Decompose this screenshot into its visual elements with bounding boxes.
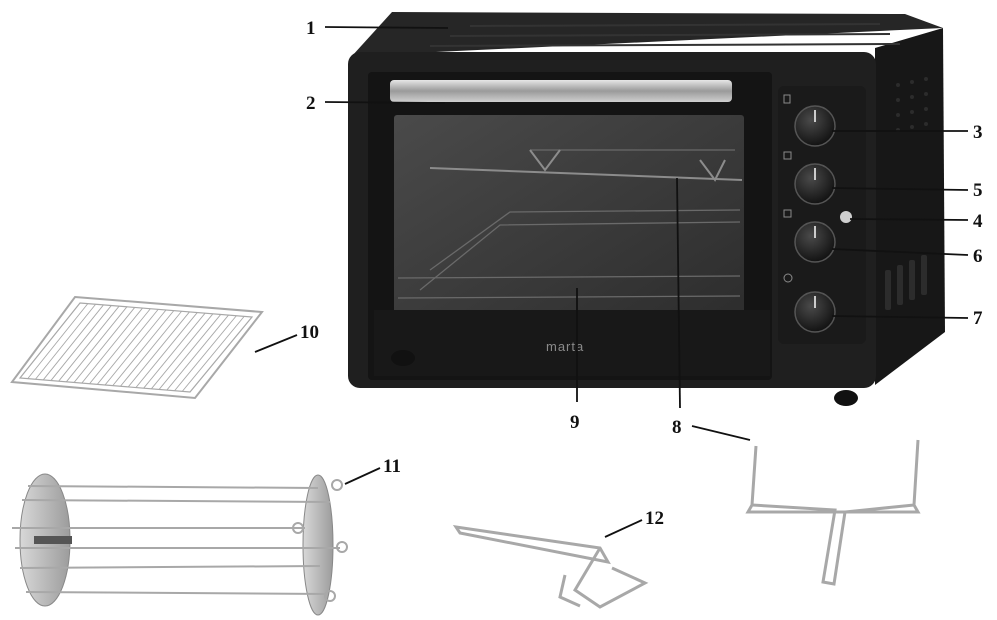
rack-bar [58,305,120,382]
leader-lines [254,26,969,538]
callout-labels: 1 2 3 5 4 6 7 9 8 10 11 12 [300,18,983,529]
rack-bar [143,312,206,389]
rack-bar [158,314,222,390]
callout-10: 10 [300,322,319,343]
callout-5: 5 [973,180,983,201]
brand-logo: marta [546,339,584,354]
callout-2: 2 [306,93,316,114]
rack-bar [166,314,229,391]
rotisserie-cage [12,473,348,616]
inner-rotisserie [429,149,743,182]
callout-3: 3 [973,122,983,143]
rotisserie-handle [745,439,921,586]
rack-bar [120,310,182,387]
control-panel [778,86,866,344]
rack-bar [35,303,96,380]
rack-bar [73,307,136,383]
door-handle [390,80,732,102]
side-vents [885,77,928,310]
timer-knob[interactable] [794,291,836,333]
callout-7: 7 [973,308,983,329]
cage-end-plate-right [302,474,334,616]
rack-bar [135,312,198,388]
rack-bar [81,307,143,384]
rack-bar [151,313,214,390]
door-bottom-strip [374,310,770,376]
callout-12: 12 [645,508,664,529]
function-knob[interactable] [794,221,836,263]
rack-bar [127,311,190,388]
callout-6: 6 [973,246,983,267]
callout-9: 9 [570,412,580,433]
rack-bar [181,316,245,392]
callout-8: 8 [672,417,682,438]
rack-bar [42,304,104,381]
temperature-knob[interactable] [794,105,836,147]
rack-bar [96,309,159,385]
rack-bar [112,310,175,386]
rack-bar [66,306,128,383]
rack-bar [50,305,112,381]
rack-bar [27,303,89,379]
wire-rack [10,295,264,400]
rack-bar [104,309,167,386]
rack-bar [89,308,151,385]
mode-knob[interactable] [794,163,836,205]
oven-foot [834,390,858,406]
rack-tongs [452,525,649,609]
oven-foot [391,350,415,366]
oven: marta [348,12,945,406]
oven-side-panel [875,28,945,385]
callout-4: 4 [973,211,983,232]
callout-11: 11 [383,456,401,477]
rack-bar [174,315,237,392]
wire-rack-bars [27,303,245,392]
callout-1: 1 [306,18,316,39]
indicator-light [840,211,852,223]
